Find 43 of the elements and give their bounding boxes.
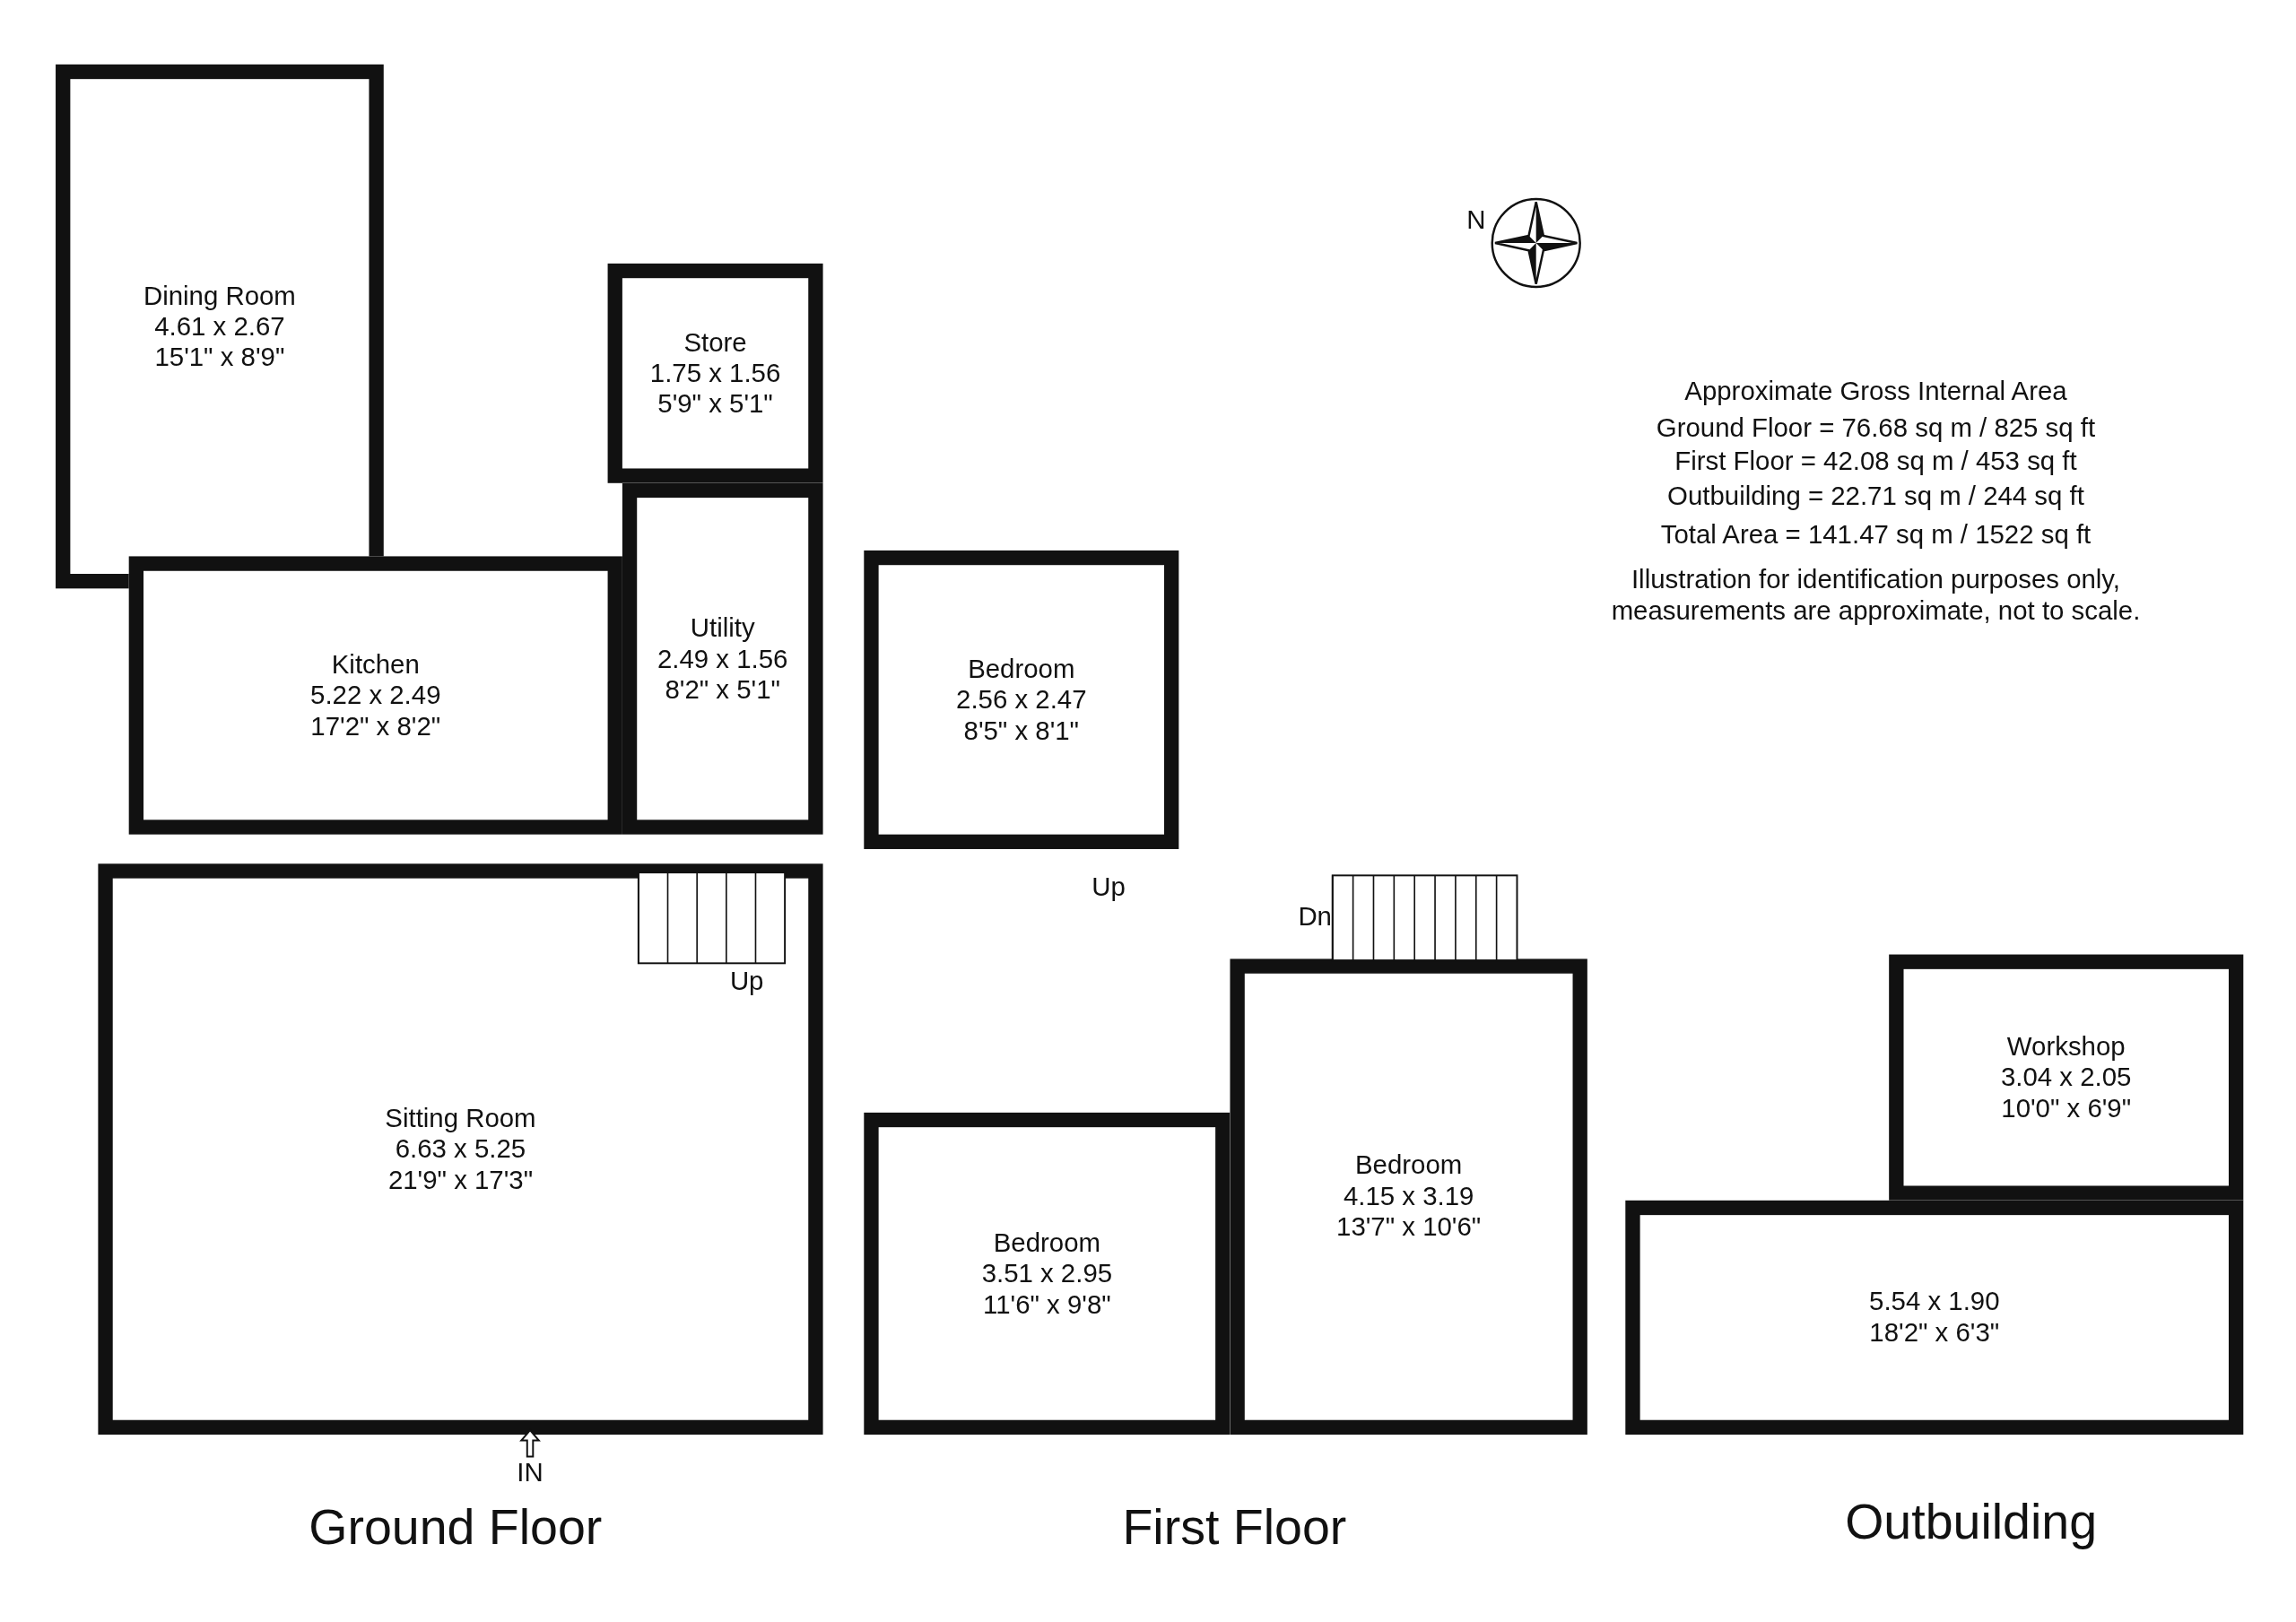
room-name: Bedroom bbox=[968, 654, 1075, 685]
room-outline bbox=[1889, 954, 2244, 1201]
disclaimer-note: Illustration for identification purposes only, measurements are approximate, not to scale. bbox=[1610, 565, 2142, 627]
room-outline bbox=[864, 550, 1179, 849]
room-name: Sitting Room bbox=[385, 1103, 536, 1134]
room-dimensions: 5.54 x 1.90 18'2" x 6'3" bbox=[1868, 1287, 2001, 1349]
room-outline bbox=[1230, 958, 1587, 1436]
room-dimensions: 3.51 x 2.95 11'6" x 9'8" bbox=[980, 1258, 1114, 1320]
room-dimensions: 1.75 x 1.56 5'9" x 5'1" bbox=[648, 358, 782, 420]
room-name: Utility bbox=[690, 612, 755, 644]
area-heading: Approximate Gross Internal Area bbox=[1684, 376, 2067, 407]
room-name: Bedroom bbox=[1355, 1150, 1463, 1182]
entrance-label: IN bbox=[517, 1458, 544, 1489]
room-name: Dining Room bbox=[143, 280, 296, 311]
room-dimensions: 5.22 x 2.49 17'2" x 8'2" bbox=[309, 680, 442, 742]
room-outline bbox=[98, 863, 823, 1436]
compass-label: N bbox=[1466, 204, 1486, 236]
room-dimensions: 3.04 x 2.05 10'0" x 6'9" bbox=[2000, 1062, 2133, 1124]
room-dimensions: 6.63 x 5.25 21'9" x 17'3" bbox=[387, 1133, 535, 1196]
stair-label: Up bbox=[729, 966, 764, 997]
room-outline bbox=[864, 1112, 1231, 1436]
room-outline bbox=[607, 263, 823, 483]
floor-title: Ground Floor bbox=[309, 1498, 603, 1557]
room-outline bbox=[622, 482, 823, 835]
room-name: Workshop bbox=[2006, 1031, 2126, 1063]
floor-title: First Floor bbox=[1122, 1498, 1347, 1557]
room-dimensions: 2.49 x 1.56 8'2" x 5'1" bbox=[657, 643, 789, 706]
area-line: Total Area = 141.47 sq m / 1522 sq ft bbox=[1660, 519, 2092, 551]
room-dimensions: 4.61 x 2.67 15'1" x 8'9" bbox=[153, 310, 286, 373]
room-outline bbox=[1625, 1200, 2244, 1436]
room-outline bbox=[56, 64, 384, 589]
area-line: First Floor = 42.08 sq m / 453 sq ft bbox=[1674, 446, 2077, 478]
room-name: Kitchen bbox=[331, 649, 420, 681]
area-line: Outbuilding = 22.71 sq m / 244 sq ft bbox=[1667, 481, 2084, 513]
stair-label: Dn bbox=[1298, 901, 1332, 933]
room-name: Bedroom bbox=[993, 1227, 1100, 1259]
room-dimensions: 4.15 x 3.19 13'7" x 10'6" bbox=[1335, 1181, 1483, 1244]
area-line: Ground Floor = 76.68 sq m / 825 sq ft bbox=[1656, 412, 2096, 444]
room-outline bbox=[128, 556, 622, 835]
stair-label: Up bbox=[1091, 872, 1126, 904]
room-name: Store bbox=[683, 326, 747, 359]
floor-title: Outbuilding bbox=[1845, 1493, 2098, 1551]
room-dimensions: 2.56 x 2.47 8'5" x 8'1" bbox=[955, 684, 1088, 746]
